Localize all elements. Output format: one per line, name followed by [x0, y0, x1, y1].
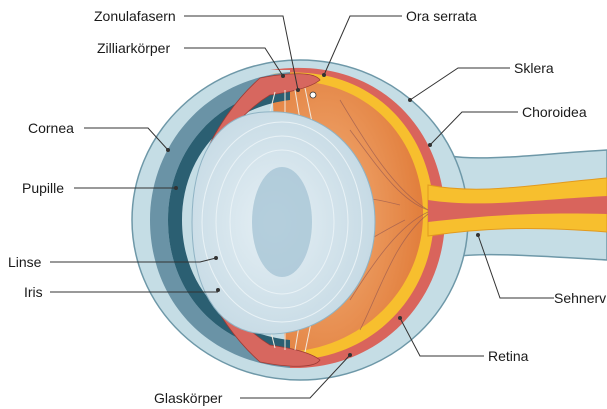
label-choroidea: Choroidea [522, 104, 587, 120]
label-sklera: Sklera [514, 60, 554, 76]
label-pupille: Pupille [22, 180, 64, 196]
label-glaskoerper: Glaskörper [154, 390, 223, 406]
label-linse: Linse [8, 254, 42, 270]
label-sehnerv: Sehnerv [554, 290, 606, 306]
label-retina: Retina [488, 348, 529, 364]
ora-serrata-marker [310, 92, 316, 98]
label-zilliarkoerper: Zilliarkörper [97, 40, 170, 56]
leader-sklera [410, 68, 510, 100]
label-zonulafasern: Zonulafasern [94, 8, 176, 24]
label-cornea: Cornea [28, 120, 74, 136]
label-ora-serrata: Ora serrata [406, 8, 477, 24]
lens-nucleus [252, 167, 312, 277]
label-iris: Iris [24, 284, 43, 300]
